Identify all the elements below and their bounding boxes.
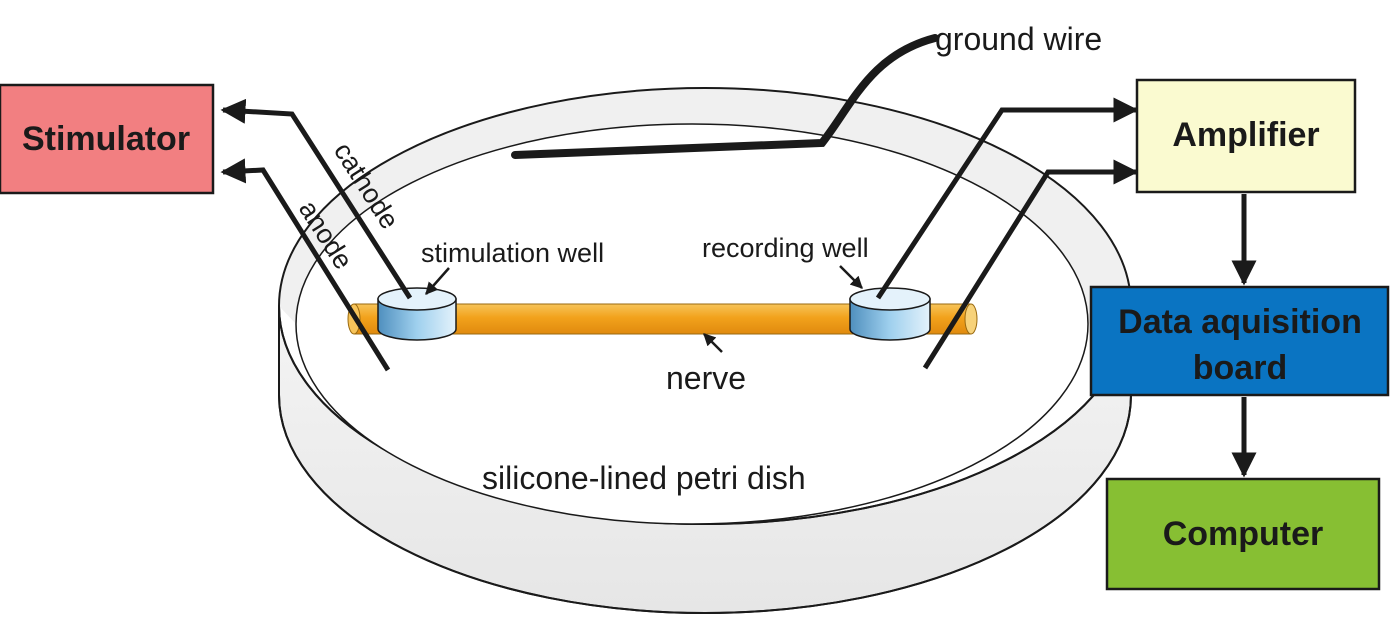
computer-label: Computer <box>1163 515 1324 553</box>
anode-wire <box>220 158 391 372</box>
electrode-wires <box>220 97 1139 372</box>
recording-wire-2 <box>922 159 1139 370</box>
ground-wire <box>511 34 939 159</box>
stimulation-well-pointer <box>425 267 450 295</box>
dish-label: silicone-lined petri dish <box>482 460 806 496</box>
nerve-label: nerve <box>666 360 746 396</box>
cathode-wire <box>220 98 413 300</box>
recording-wire-1 <box>875 97 1139 300</box>
computer-box: Computer <box>1105 477 1381 591</box>
dish-bottom-edge <box>278 394 1132 614</box>
stimulation-well <box>377 287 457 341</box>
stimulation-well-label: stimulation well <box>421 238 604 268</box>
recording-well-pointer <box>839 265 863 289</box>
amplifier-box: Amplifier <box>1135 78 1357 194</box>
daq-label-line2: board <box>1193 349 1287 387</box>
daq-label-line1: Data aquisition <box>1118 303 1362 341</box>
nerve-end-right <box>964 303 978 335</box>
ground-wire-label: ground wire <box>935 21 1102 57</box>
daq-box: Data aquisition board <box>1089 285 1390 397</box>
petri-dish <box>278 87 1132 614</box>
recording-well <box>849 287 931 341</box>
dish-back-wall <box>279 88 1131 324</box>
stimulator-label: Stimulator <box>22 120 190 158</box>
stimulator-box: Stimulator <box>0 83 215 195</box>
nerve-pointer <box>703 333 723 353</box>
amplifier-label: Amplifier <box>1172 116 1319 154</box>
recording-well-label: recording well <box>702 233 869 263</box>
